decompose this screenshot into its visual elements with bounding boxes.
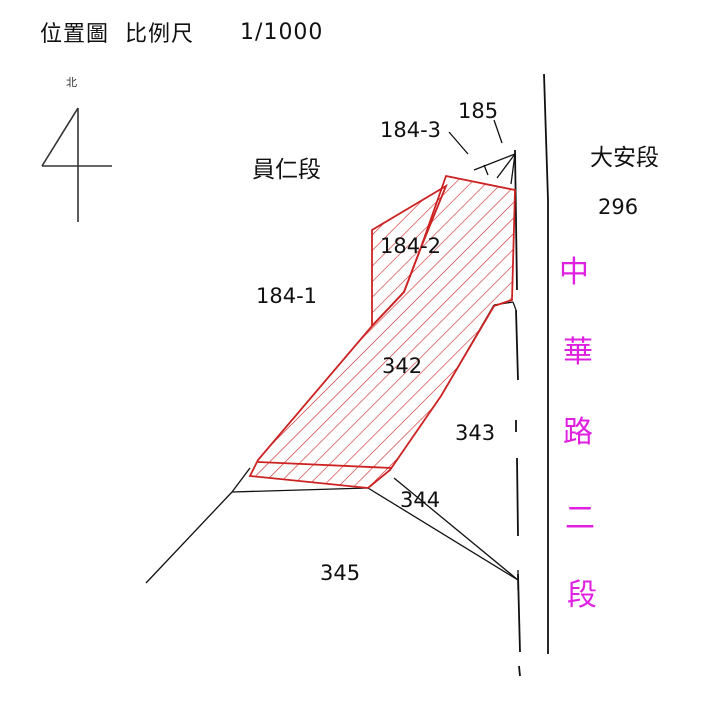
parcel-342-area (248, 174, 516, 489)
parcel-label-296: 296 (598, 195, 638, 219)
highlighted-parcels (248, 174, 516, 489)
section-label-right: 大安段 (590, 145, 659, 171)
road-boundary (514, 73, 549, 677)
north-label: 北 (66, 76, 77, 89)
road-name: 中 華 路 二 段 (559, 255, 597, 613)
parcel-label-345: 345 (320, 561, 360, 585)
north-arrow-icon (41, 107, 112, 222)
map-header: 位置圖 比例尺 1/1000 (40, 16, 323, 48)
road-name-char: 華 (563, 335, 593, 370)
parcel-label-184-2: 184-2 (380, 234, 441, 258)
scale-value: 1/1000 (240, 19, 324, 45)
road-name-char: 段 (567, 578, 597, 613)
parcel-label-185: 185 (458, 99, 498, 123)
scale-label: 比例尺 (125, 22, 195, 47)
parcel-label-344: 344 (400, 488, 440, 512)
parcel-label-184-1: 184-1 (256, 284, 317, 308)
map-title: 位置圖 (40, 22, 110, 47)
road-name-char: 路 (563, 415, 593, 450)
parcel-label-342: 342 (382, 354, 422, 378)
road-name-char: 二 (565, 501, 595, 536)
parcel-label-343: 343 (455, 421, 495, 445)
section-label-left: 員仁段 (252, 157, 321, 183)
parcel-label-184-3: 184-3 (380, 118, 441, 142)
road-name-char: 中 (559, 255, 589, 290)
